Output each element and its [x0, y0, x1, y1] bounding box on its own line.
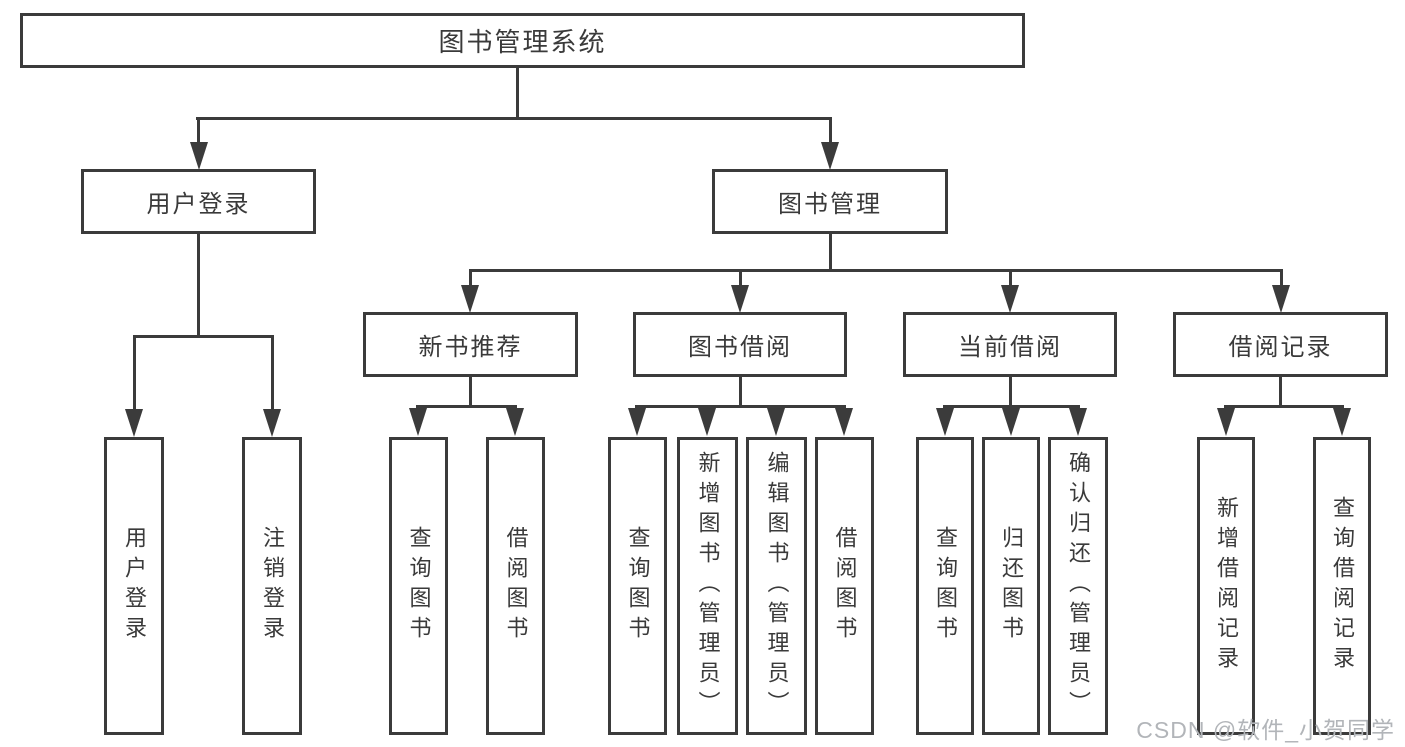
connector-arrow — [190, 142, 208, 170]
node-label: 用户登录 — [146, 191, 251, 218]
connector-hline — [635, 405, 846, 408]
leaf-logout-login: 注销登录 — [242, 437, 302, 735]
node-book-management: 图书管理 — [712, 169, 948, 234]
connector-vline — [739, 377, 742, 407]
connector-vline — [197, 117, 200, 144]
connector-hline — [133, 335, 274, 338]
leaf-borrow-books: 借阅图书 — [815, 437, 874, 735]
connector-arrow — [1069, 408, 1087, 436]
leaf-add-borrow-record: 新增借阅记录 — [1197, 437, 1255, 735]
connector-hline — [943, 405, 1080, 408]
node-label: 借阅图书 — [832, 526, 858, 646]
node-label: 归还图书 — [999, 526, 1024, 646]
leaf-edit-books-admin: 编辑图书（管理员） — [746, 437, 807, 735]
node-label: 图书管理 — [778, 191, 882, 218]
node-user-login: 用户登录 — [81, 169, 316, 234]
connector-arrow — [506, 408, 524, 436]
node-label: 新增图书（管理员） — [695, 451, 721, 721]
node-label: 借阅记录 — [1228, 334, 1333, 361]
leaf-query-books: 查询图书 — [916, 437, 974, 735]
node-current-borrowing: 当前借阅 — [903, 312, 1117, 377]
node-label: 新书推荐 — [418, 334, 523, 361]
connector-vline — [1280, 269, 1283, 287]
connector-vline — [469, 377, 472, 407]
connector-vline — [739, 269, 742, 287]
connector-arrow — [698, 408, 716, 436]
connector-arrow — [1001, 285, 1019, 313]
connector-vline — [197, 234, 200, 337]
leaf-query-books: 查询图书 — [389, 437, 448, 735]
leaf-query-borrow-record: 查询借阅记录 — [1313, 437, 1371, 735]
node-book-borrowing: 图书借阅 — [633, 312, 847, 377]
connector-arrow — [409, 408, 427, 436]
node-label: 查询图书 — [625, 526, 651, 646]
connector-hline — [469, 269, 1283, 272]
connector-arrow — [1272, 285, 1290, 313]
connector-hline — [1224, 405, 1344, 408]
node-label: 查询图书 — [406, 526, 432, 646]
node-label: 新增借阅记录 — [1214, 496, 1239, 676]
connector-arrow — [1217, 408, 1235, 436]
node-label: 当前借阅 — [958, 334, 1062, 361]
node-borrowing-records: 借阅记录 — [1173, 312, 1388, 377]
connector-hline — [416, 405, 517, 408]
connector-vline — [271, 335, 274, 410]
node-label: 用户登录 — [122, 526, 147, 646]
node-label: 确认归还（管理员） — [1066, 451, 1091, 721]
leaf-confirm-return-admin: 确认归还（管理员） — [1048, 437, 1108, 735]
leaf-borrow-books: 借阅图书 — [486, 437, 545, 735]
connector-vline — [1009, 269, 1012, 287]
connector-vline — [829, 234, 832, 271]
connector-arrow — [461, 285, 479, 313]
watermark-csdn: CSDN @软件_小贺同学 — [1136, 717, 1395, 743]
connector-arrow — [835, 408, 853, 436]
node-label: 编辑图书（管理员） — [764, 451, 790, 721]
leaf-add-books-admin: 新增图书（管理员） — [677, 437, 738, 735]
connector-arrow — [125, 409, 143, 437]
connector-arrow — [1333, 408, 1351, 436]
connector-arrow — [1002, 408, 1020, 436]
leaf-user-login: 用户登录 — [104, 437, 164, 735]
connector-arrow — [936, 408, 954, 436]
connector-arrow — [767, 408, 785, 436]
connector-vline — [1279, 377, 1282, 407]
connector-vline — [469, 269, 472, 287]
node-library-management-system: 图书管理系统 — [20, 13, 1025, 68]
leaf-return-books: 归还图书 — [982, 437, 1040, 735]
connector-vline — [1009, 377, 1012, 407]
connector-arrow — [628, 408, 646, 436]
node-label: 图书借阅 — [688, 334, 792, 361]
leaf-query-books: 查询图书 — [608, 437, 667, 735]
node-label: 图书管理系统 — [438, 27, 607, 57]
connector-vline — [133, 335, 136, 410]
node-label: 查询借阅记录 — [1330, 496, 1355, 676]
connector-vline — [516, 68, 519, 119]
node-label: 查询图书 — [933, 526, 958, 646]
node-label: 借阅图书 — [503, 526, 529, 646]
node-new-book-recommendation: 新书推荐 — [363, 312, 578, 377]
connector-arrow — [731, 285, 749, 313]
connector-vline — [829, 117, 832, 144]
connector-arrow — [263, 409, 281, 437]
connector-arrow — [821, 142, 839, 170]
node-label: 注销登录 — [260, 526, 285, 646]
connector-hline — [196, 117, 832, 120]
